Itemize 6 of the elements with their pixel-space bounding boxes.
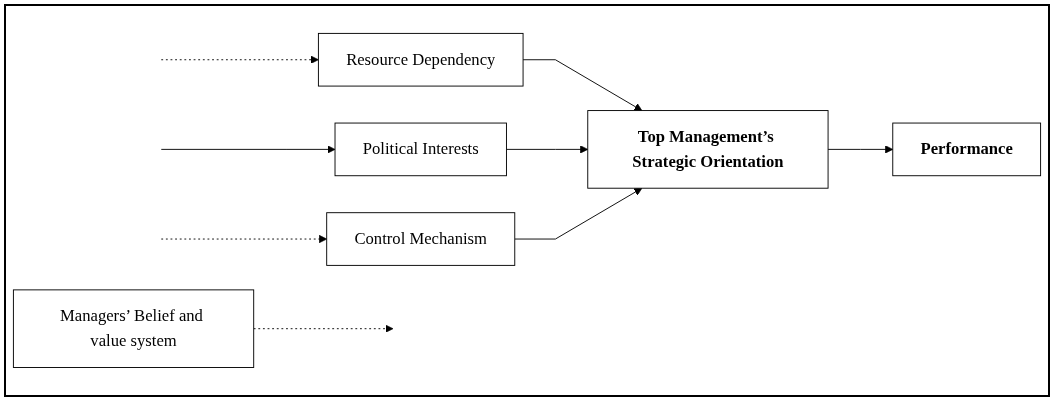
node-box: Top Management’s Strategic Orientation bbox=[587, 110, 829, 189]
node-box: Performance bbox=[892, 122, 1042, 177]
node-box: Resource Dependency bbox=[317, 33, 524, 87]
node-box: Political Interests bbox=[334, 122, 507, 177]
node-box: Control Mechanism bbox=[326, 212, 516, 266]
node-box: Managers’ Belief and value system bbox=[12, 289, 255, 368]
